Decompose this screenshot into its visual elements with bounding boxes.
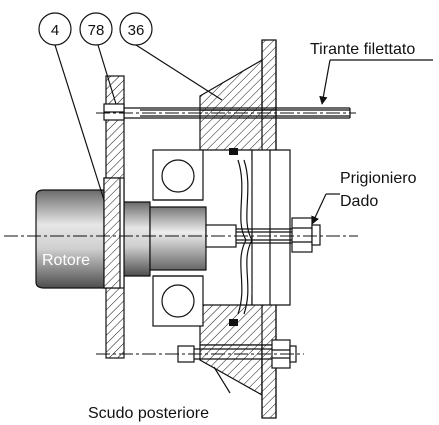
bearing (152, 149, 204, 327)
rotor (35, 177, 207, 289)
label-nut: Dado (340, 193, 378, 210)
leader-rear-shield (213, 366, 231, 394)
svg-text:78: 78 (88, 22, 105, 39)
center-lines (4, 112, 358, 355)
o-ring-lower (229, 319, 238, 326)
end-plate (103, 75, 125, 359)
leader-stud (311, 193, 340, 225)
svg-text:36: 36 (128, 22, 145, 39)
label-stud: Prigioniero (340, 170, 417, 187)
callout-78: 78 (79, 12, 117, 105)
tie-rod (103, 103, 351, 121)
svg-text:4: 4 (51, 22, 59, 39)
nut (291, 217, 321, 253)
callout-4: 4 (38, 12, 105, 201)
wave-spring (237, 159, 253, 315)
label-rotor: Rotore (42, 252, 90, 269)
label-tie-rod: Tirante filettato (310, 41, 415, 58)
rear-cover (251, 149, 291, 306)
o-ring-upper (229, 148, 238, 155)
label-rear-shield: Scudo posteriore (88, 405, 209, 422)
leader-tie-rod (319, 59, 433, 105)
callout-36: 36 (119, 12, 223, 101)
